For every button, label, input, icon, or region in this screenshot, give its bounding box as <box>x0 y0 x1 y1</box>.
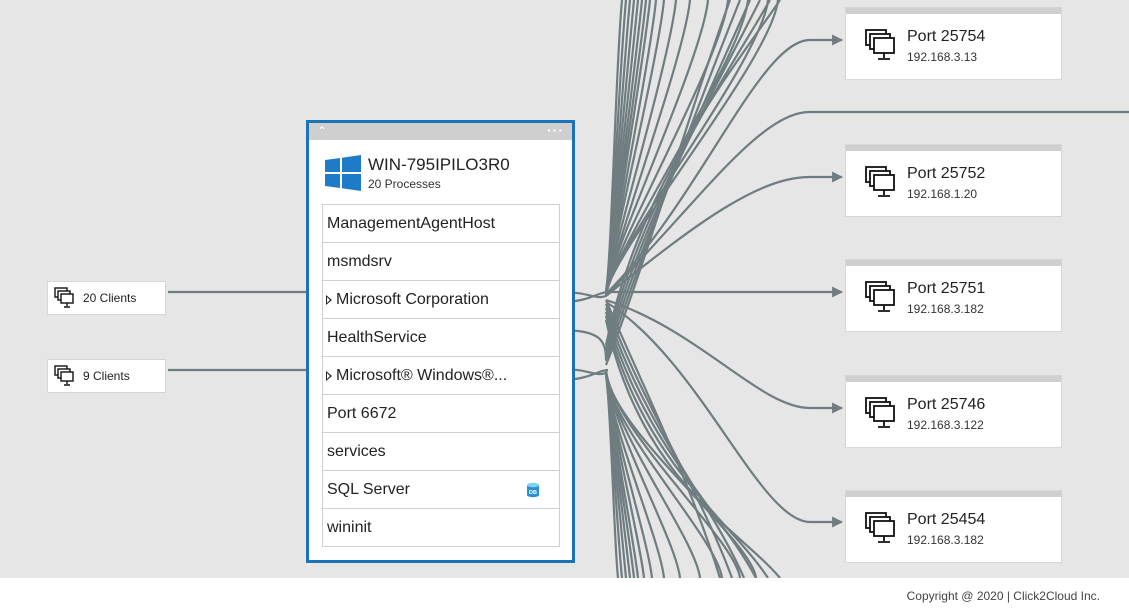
port-node-bar <box>846 8 1061 14</box>
process-row[interactable]: services <box>322 432 560 470</box>
port-machines-icon <box>865 29 895 60</box>
port-ip: 192.168.3.122 <box>907 418 984 432</box>
outbound-edge <box>604 0 780 295</box>
database-icon: DB <box>527 482 539 498</box>
process-row[interactable]: SQL Server DB <box>322 470 560 508</box>
connection-edges <box>168 0 1129 578</box>
client-group-icon <box>54 365 74 386</box>
server-node[interactable]: ⌃ ··· WIN-795IPILO3R0 20 Processes Manag… <box>306 120 575 563</box>
process-name: SQL Server <box>327 480 410 498</box>
process-row[interactable]: wininit <box>322 508 560 547</box>
port-node[interactable]: Port 25752 192.168.1.20 <box>845 144 1062 217</box>
outbound-edge <box>604 307 746 578</box>
port-machines-icon <box>865 166 895 197</box>
expand-triangle-icon[interactable] <box>326 294 332 305</box>
process-name: ManagementAgentHost <box>327 214 496 232</box>
port-title: Port 25752 <box>907 165 986 182</box>
client-node[interactable]: 9 Clients <box>47 359 166 393</box>
port-title: Port 25751 <box>907 280 986 297</box>
port-title: Port 25746 <box>907 396 986 413</box>
port-machines-icon <box>865 281 895 312</box>
process-name: wininit <box>327 518 372 536</box>
port-ip: 192.168.3.182 <box>907 302 984 316</box>
windows-logo-icon <box>325 155 361 191</box>
process-row[interactable]: Microsoft Corporation <box>322 280 560 318</box>
port-node[interactable]: Port 25751 192.168.3.182 <box>845 259 1062 332</box>
outbound-edge <box>604 303 734 578</box>
collapse-chevron-icon[interactable]: ⌃ <box>317 124 328 138</box>
port-ip: 192.168.3.182 <box>907 533 984 547</box>
port-node-bar <box>846 260 1061 266</box>
footer: Copyright @ 2020 | Click2Cloud Inc. <box>0 578 1129 614</box>
server-name: WIN-795IPILO3R0 <box>368 155 510 174</box>
port-edge <box>605 171 844 297</box>
server-node-header-bar: ⌃ ··· <box>309 122 572 140</box>
outbound-edge <box>604 311 757 578</box>
port-edge <box>605 301 844 528</box>
outbound-edge <box>604 0 771 350</box>
port-node[interactable]: Port 25754 192.168.3.13 <box>845 7 1062 80</box>
outbound-edge <box>604 371 758 578</box>
port-machines-icon <box>865 397 895 428</box>
process-row[interactable]: Port 6672 <box>322 394 560 432</box>
more-options-icon[interactable]: ··· <box>547 122 564 138</box>
port-edge <box>605 110 1129 297</box>
outbound-edge <box>604 373 724 578</box>
process-row[interactable]: Microsoft® Windows®... <box>322 356 560 394</box>
process-row[interactable]: HealthService <box>322 318 560 356</box>
port-node[interactable]: Port 25454 192.168.3.182 <box>845 490 1062 563</box>
process-name: msmdsrv <box>327 252 392 270</box>
copyright-text: Copyright @ 2020 | Click2Cloud Inc. <box>906 589 1100 603</box>
process-list: ManagementAgentHost msmdsrv Microsoft Co… <box>322 204 560 547</box>
process-count: 20 Processes <box>368 177 441 191</box>
port-node-bar <box>846 145 1061 151</box>
outbound-edge <box>604 373 666 578</box>
port-edge <box>605 298 844 414</box>
client-group-icon <box>54 287 74 308</box>
dependency-map-canvas[interactable]: 20 Clients 9 Clients ⌃ ··· WIN-795IPILO3… <box>0 0 1129 578</box>
port-ip: 192.168.3.13 <box>907 50 978 64</box>
process-name: Port 6672 <box>327 404 397 422</box>
process-row[interactable]: msmdsrv <box>322 242 560 280</box>
process-name: Microsoft Corporation <box>336 290 489 308</box>
outbound-edge <box>604 0 710 293</box>
port-node[interactable]: Port 25746 192.168.3.122 <box>845 375 1062 448</box>
process-name: Microsoft® Windows®... <box>336 366 508 384</box>
port-title: Port 25754 <box>907 28 986 45</box>
outbound-edge <box>604 319 781 578</box>
outbound-edge <box>604 315 769 578</box>
process-name: services <box>327 442 386 460</box>
client-label: 20 Clients <box>83 291 137 305</box>
server-header: WIN-795IPILO3R0 20 Processes <box>309 140 572 204</box>
process-row[interactable]: ManagementAgentHost <box>322 204 560 242</box>
port-node-bar <box>846 376 1061 382</box>
port-machines-icon <box>865 512 895 543</box>
expand-triangle-icon[interactable] <box>326 370 332 381</box>
port-edge <box>605 34 844 295</box>
port-ip: 192.168.1.20 <box>907 187 978 201</box>
port-title: Port 25454 <box>907 511 986 528</box>
process-name: HealthService <box>327 328 427 346</box>
port-node-bar <box>846 491 1061 497</box>
client-label: 9 Clients <box>83 369 130 383</box>
svg-text:DB: DB <box>529 490 537 496</box>
client-node[interactable]: 20 Clients <box>47 281 166 315</box>
